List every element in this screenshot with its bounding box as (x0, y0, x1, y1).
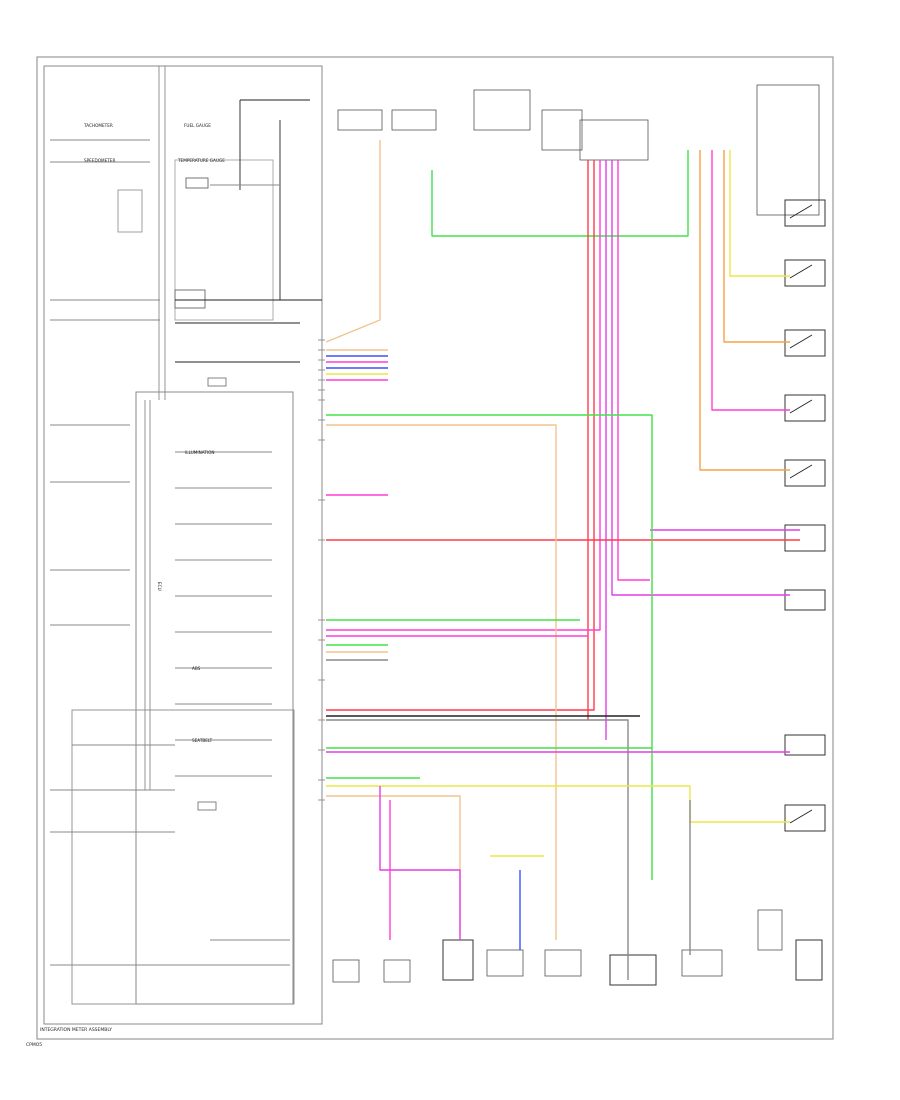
meter-assembly-outline (43, 65, 323, 1025)
bottom-comp-7 (681, 949, 723, 977)
switch-box-6 (784, 524, 826, 552)
top-connector-3 (473, 89, 531, 131)
bottom-comp-5 (544, 949, 582, 977)
switch-box-5 (784, 459, 826, 487)
ecu-box (135, 391, 294, 1005)
bottom-comp-8 (757, 909, 783, 951)
wire-orange-12 (723, 150, 790, 343)
wire-magenta-7 (611, 160, 790, 596)
wire-pink-13 (711, 150, 790, 411)
switch-box-8 (784, 734, 826, 756)
top-connector-1 (337, 109, 383, 131)
bottom-components (332, 909, 823, 986)
label-ecu: ECU (157, 582, 162, 591)
label-fuel-gauge: FUEL GAUGE (184, 123, 211, 128)
wire-peach-22 (326, 424, 557, 940)
wire-orange-14 (699, 150, 790, 471)
wire-red-4 (326, 160, 595, 711)
bottom-comp-9 (795, 939, 823, 981)
label-speedometer: SPEEDOMETER (84, 158, 115, 163)
bottom-comp-2 (383, 959, 411, 983)
top-connector-2 (391, 109, 437, 131)
wire-peach-34 (326, 795, 461, 935)
wire-green-21 (326, 414, 653, 880)
footer-code: CPMO5 (26, 1042, 42, 1048)
bottom-comp-3 (442, 939, 474, 981)
switch-box-1 (784, 199, 826, 227)
label-abs: ABS (192, 666, 201, 671)
wire-yellow-33 (326, 785, 790, 823)
wire-pink-8 (617, 160, 650, 581)
wire-magenta-35 (379, 786, 461, 940)
top-right-switch-box (756, 84, 820, 216)
wire-yellow-11 (729, 150, 790, 277)
illumination-block (174, 159, 274, 321)
wire-peach-2 (325, 140, 381, 343)
switch-box-3 (784, 329, 826, 357)
wire-green-1 (431, 150, 689, 237)
label-tachometer: TACHOMETER (83, 123, 113, 128)
lower-box (71, 709, 295, 1005)
bottom-comp-6 (609, 954, 657, 986)
bottom-comp-1 (332, 959, 360, 983)
diagram-frame (36, 56, 834, 1040)
junction-block-top (579, 119, 649, 161)
switch-box-4 (784, 394, 826, 422)
wire-pink-5 (326, 160, 601, 631)
footer-title: INTEGRATION METER ASSEMBLY (40, 1027, 112, 1033)
wires (325, 140, 800, 980)
labels: TACHOMETER FUEL GAUGE SPEEDOMETER TEMPER… (26, 123, 225, 1048)
bottom-comp-4 (486, 949, 524, 977)
switch-box-7 (784, 589, 826, 611)
switch-box-2 (784, 259, 826, 287)
left-lead-lines (50, 99, 322, 966)
meter-assembly-block (43, 65, 323, 1025)
label-seatbelt: SEATBELT (192, 738, 213, 743)
indicator-rows (175, 451, 272, 777)
label-illumination: ILLUMINATION (185, 450, 215, 455)
label-temperature-gauge: TEMPERATURE GAUGE (177, 158, 225, 163)
top-connector-4 (541, 109, 583, 151)
top-components (337, 84, 820, 216)
switch-box-9 (784, 804, 826, 832)
right-switches (784, 199, 826, 832)
wire-gray-29 (326, 719, 629, 980)
connector-pin-marks (318, 339, 325, 801)
